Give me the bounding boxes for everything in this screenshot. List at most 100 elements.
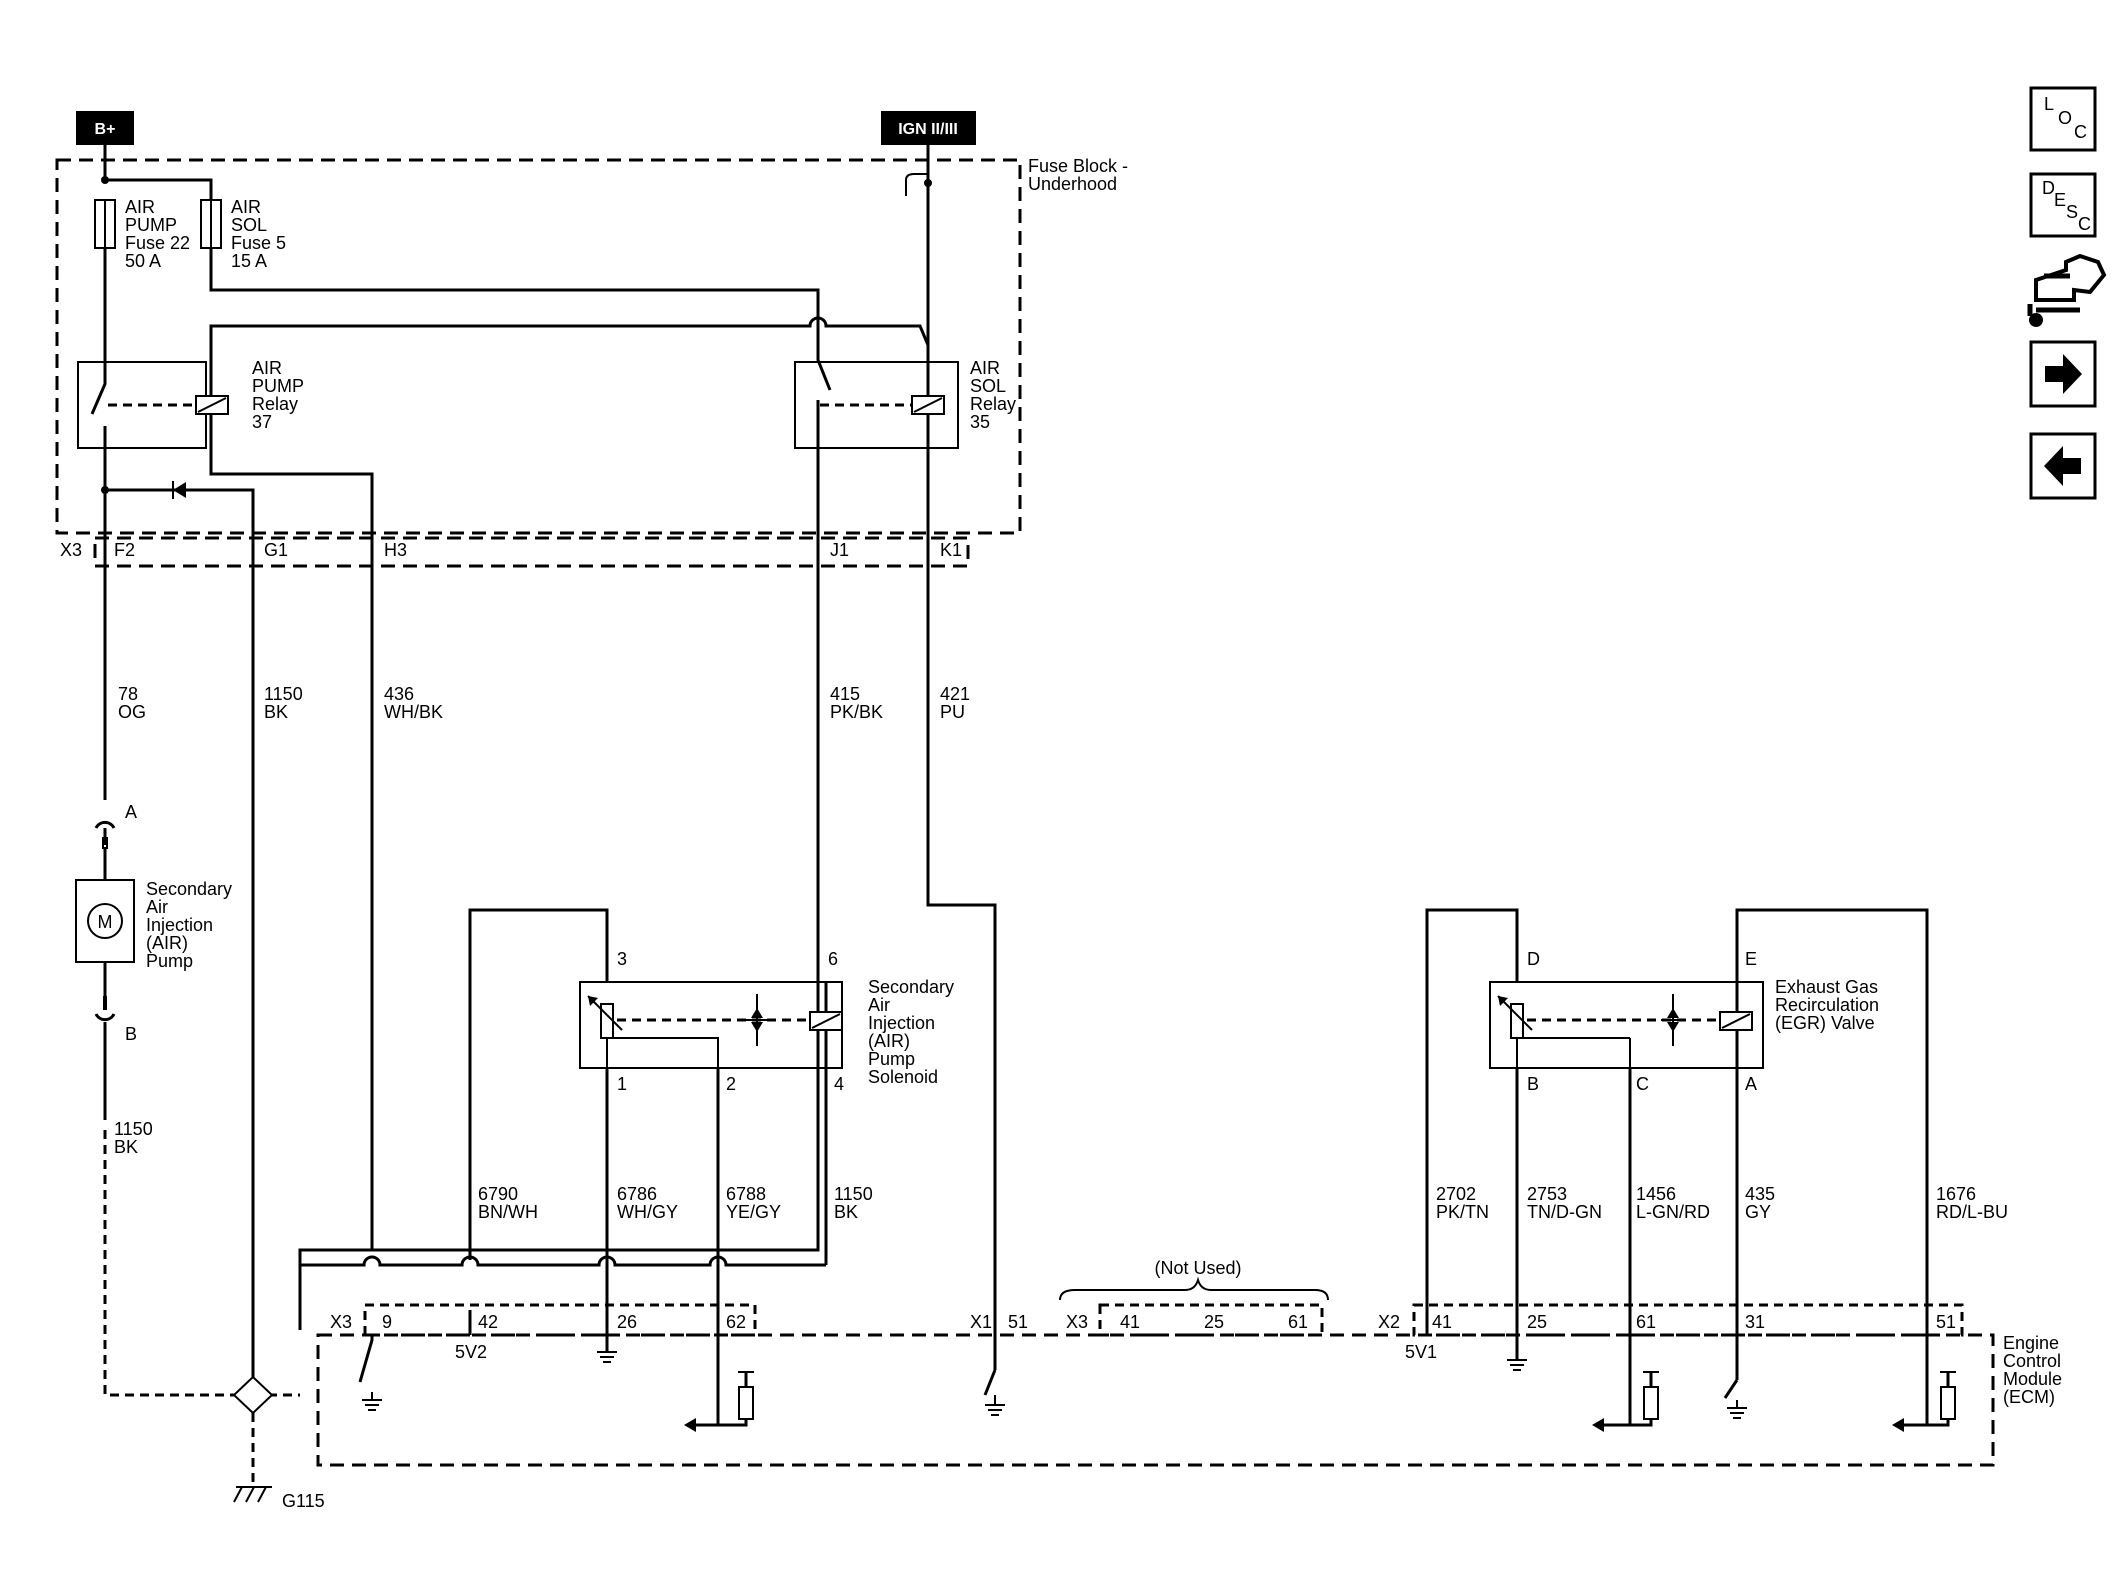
pump-label: Secondary xyxy=(146,879,232,899)
solenoid-pin: 2 xyxy=(726,1074,736,1094)
air-sol-relay-label: 35 xyxy=(970,412,990,432)
air-sol-relay-label: AIR xyxy=(970,358,1000,378)
air-pump-relay-label: Relay xyxy=(252,394,298,414)
wire-color: WH/GY xyxy=(617,1202,678,1222)
connector-icon[interactable] xyxy=(2027,253,2107,327)
solenoid-label: Air xyxy=(868,995,890,1015)
connector-pin: 61 xyxy=(1636,1312,1656,1332)
wire-color: PK/TN xyxy=(1436,1202,1489,1222)
ecm-outline xyxy=(316,1333,1995,1467)
connector-name: X3 xyxy=(330,1312,352,1332)
svg-text:B+: B+ xyxy=(95,121,116,138)
solenoid-label: (AIR) xyxy=(868,1031,910,1051)
solenoid-label: Pump xyxy=(868,1049,915,1069)
wire-color: PK/BK xyxy=(830,702,883,722)
connector-pin: F2 xyxy=(114,540,135,560)
wire-circuit: 1456 xyxy=(1636,1184,1676,1204)
not-used-note: (Not Used) xyxy=(1154,1258,1241,1278)
egr-pin: B xyxy=(1527,1074,1539,1094)
wire-circuit: 436 xyxy=(384,684,414,704)
svg-text:L: L xyxy=(2044,94,2054,114)
fuse-air-pump xyxy=(94,199,116,249)
connector-pin: 9 xyxy=(382,1312,392,1332)
fuse-air-sol-label: Fuse 5 xyxy=(231,233,286,253)
wire-color: PU xyxy=(940,702,965,722)
back-arrow-icon[interactable] xyxy=(2029,432,2097,500)
forward-arrow-icon[interactable] xyxy=(2029,340,2097,408)
fuse-air-pump-label: Fuse 22 xyxy=(125,233,190,253)
not-used-bracket xyxy=(1059,1276,1329,1301)
connector-pin: 42 xyxy=(478,1312,498,1332)
pump-label: Injection xyxy=(146,915,213,935)
connector-pin: 26 xyxy=(617,1312,637,1332)
ground-g115 xyxy=(233,1486,272,1503)
egr-valve xyxy=(1489,981,1764,1069)
ground-symbol xyxy=(597,1351,617,1363)
egr-pin: E xyxy=(1745,949,1757,969)
connector-pin: 51 xyxy=(1008,1312,1028,1332)
wire-circuit: 6788 xyxy=(726,1184,766,1204)
fuse-block-connector xyxy=(93,536,970,568)
svg-text:E: E xyxy=(2054,190,2066,210)
solenoid-pin: 4 xyxy=(834,1074,844,1094)
wire-circuit: 6786 xyxy=(617,1184,657,1204)
fuse-block-label: Underhood xyxy=(1028,174,1117,194)
air-sol-relay-label: Relay xyxy=(970,394,1016,414)
wire-circuit: 78 xyxy=(118,684,138,704)
connector-pin: 31 xyxy=(1745,1312,1765,1332)
svg-text:D: D xyxy=(2042,178,2055,198)
fuse-air-pump-label: PUMP xyxy=(125,215,177,235)
connector-name: X3 xyxy=(60,540,82,560)
connector-pin: J1 xyxy=(830,540,849,560)
pump-label: (AIR) xyxy=(146,933,188,953)
ecm-label: Control xyxy=(2003,1351,2061,1371)
egr-label: Recirculation xyxy=(1775,995,1879,1015)
svg-text:C: C xyxy=(2074,122,2087,142)
wire-color: RD/L-BU xyxy=(1936,1202,2008,1222)
svg-text:M: M xyxy=(98,912,113,932)
air-pump-solenoid xyxy=(579,981,843,1069)
air-pump-relay-label: PUMP xyxy=(252,376,304,396)
solenoid-pin: 1 xyxy=(617,1074,627,1094)
ecm-x2-connector xyxy=(1412,1303,1964,1337)
pump-pin-b: B xyxy=(125,1024,137,1044)
wire-circuit: 421 xyxy=(940,684,970,704)
svg-text:O: O xyxy=(2058,108,2072,128)
egr-label: Exhaust Gas xyxy=(1775,977,1878,997)
egr-label: (EGR) Valve xyxy=(1775,1013,1875,1033)
connector-pin: 61 xyxy=(1288,1312,1308,1332)
wire-color: BK xyxy=(264,702,288,722)
solenoid-pin: 3 xyxy=(617,949,627,969)
wire-color: BN/WH xyxy=(478,1202,538,1222)
wire-color: L-GN/RD xyxy=(1636,1202,1710,1222)
solenoid-pin: 6 xyxy=(828,949,838,969)
ground-label: G115 xyxy=(282,1491,325,1511)
wire-color: GY xyxy=(1745,1202,1771,1222)
wire-circuit: 435 xyxy=(1745,1184,1775,1204)
ecm-label: Engine xyxy=(2003,1333,2059,1353)
wire-circuit: 1150 xyxy=(114,1119,153,1139)
connector-pin: 25 xyxy=(1204,1312,1224,1332)
ecm-x3-unused-connector xyxy=(1098,1303,1324,1337)
ground-symbol xyxy=(1727,1400,1747,1419)
wire-color: TN/D-GN xyxy=(1527,1202,1602,1222)
location-button[interactable]: L O C xyxy=(2029,86,2097,152)
ground-symbol xyxy=(985,1395,1005,1416)
connector-pin: G1 xyxy=(264,540,288,560)
wire-circuit: 1150 xyxy=(834,1184,873,1204)
description-button[interactable]: D E S C xyxy=(2029,172,2097,238)
air-pump-relay-label: AIR xyxy=(252,358,282,378)
fuse-air-sol-label: AIR xyxy=(231,197,261,217)
svg-text:C: C xyxy=(2078,214,2091,234)
egr-pin: D xyxy=(1527,949,1540,969)
fuse-block-label: Fuse Block - xyxy=(1028,156,1128,176)
svg-text:IGN II/III: IGN II/III xyxy=(898,121,958,138)
connector-pin: 25 xyxy=(1527,1312,1547,1332)
air-pump-relay-label: 37 xyxy=(252,412,272,432)
fuse-block-outline xyxy=(55,158,1022,535)
ecm-label: Module xyxy=(2003,1369,2062,1389)
fuse-air-sol-label: SOL xyxy=(231,215,267,235)
fuse-air-pump-label: AIR xyxy=(125,197,155,217)
wire-color: BK xyxy=(834,1202,858,1222)
